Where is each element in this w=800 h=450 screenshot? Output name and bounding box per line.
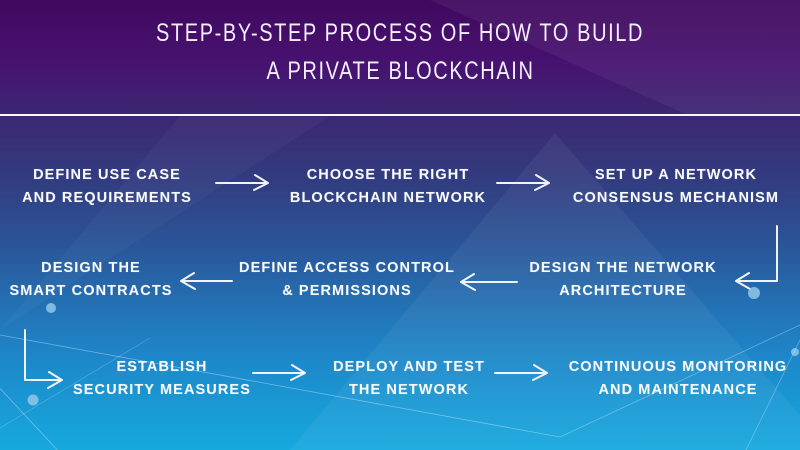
step-monitoring-maintenance: CONTINUOUS MONITORING AND MAINTENANCE (569, 356, 788, 402)
background-facet (290, 133, 800, 450)
page-title: STEP-BY-STEP PROCESS OF HOW TO BUILD A P… (0, 14, 800, 90)
step-label: ARCHITECTURE (559, 283, 687, 299)
step-label: DEPLOY AND TEST (333, 359, 485, 375)
step-label: & PERMISSIONS (282, 283, 412, 299)
step-label: SMART CONTRACTS (9, 283, 173, 299)
accent-dot (27, 394, 39, 406)
step-label: AND REQUIREMENTS (22, 190, 192, 206)
arrow-step8-to-step9 (494, 364, 548, 381)
decor-line (0, 387, 58, 450)
accent-dot (748, 287, 760, 299)
arrow-step3-to-step4 (735, 225, 778, 290)
background-facet (430, 0, 800, 116)
step-label: DEFINE USE CASE (33, 167, 181, 183)
step-smart-contracts: DESIGN THE SMART CONTRACTS (9, 257, 172, 303)
step-define-use-case: DEFINE USE CASE AND REQUIREMENTS (22, 164, 192, 210)
decor-line (0, 334, 561, 438)
step-label: BLOCKCHAIN NETWORK (289, 190, 487, 206)
step-label: SECURITY MEASURES (73, 382, 251, 398)
step-access-control: DEFINE ACCESS CONTROL & PERMISSIONS (239, 257, 455, 303)
decor-glow-dot (791, 348, 799, 356)
step-label: CONSENSUS MECHANISM (572, 190, 780, 206)
step-consensus-mechanism: SET UP A NETWORK CONSENSUS MECHANISM (573, 164, 779, 210)
decor-line (559, 324, 800, 438)
step-deploy-test: DEPLOY AND TEST THE NETWORK (333, 356, 485, 402)
step-choose-network: CHOOSE THE RIGHT BLOCKCHAIN NETWORK (290, 164, 486, 210)
step-label: ESTABLISH (116, 359, 208, 375)
arrow-step4-to-step5 (460, 273, 518, 291)
title-separator-line (0, 114, 800, 116)
arrow-step2-to-step3 (496, 174, 550, 191)
step-security-measures: ESTABLISH SECURITY MEASURES (73, 356, 251, 402)
step-label: CHOOSE THE RIGHT (306, 167, 470, 183)
step-label: SET UP A NETWORK (594, 167, 758, 183)
step-label: DESIGN THE NETWORK (529, 260, 717, 276)
title-line-2: A PRIVATE BLOCKCHAIN (265, 57, 534, 85)
decor-line (0, 337, 151, 429)
arrow-step7-to-step8 (252, 364, 306, 381)
arrow-step1-to-step2 (215, 174, 269, 191)
decor-line (745, 339, 800, 450)
step-label: DESIGN THE (41, 260, 141, 276)
step-network-architecture: DESIGN THE NETWORK ARCHITECTURE (529, 257, 716, 303)
accent-dot (46, 303, 56, 313)
step-label: DEFINE ACCESS CONTROL (239, 260, 455, 276)
arrow-step6-to-step7 (24, 329, 63, 389)
step-label: CONTINUOUS MONITORING (568, 359, 788, 375)
arrow-step5-to-step6 (180, 272, 233, 290)
step-label: THE NETWORK (348, 382, 470, 398)
title-line-1: STEP-BY-STEP PROCESS OF HOW TO BUILD (155, 19, 645, 47)
step-label: AND MAINTENANCE (598, 382, 758, 398)
